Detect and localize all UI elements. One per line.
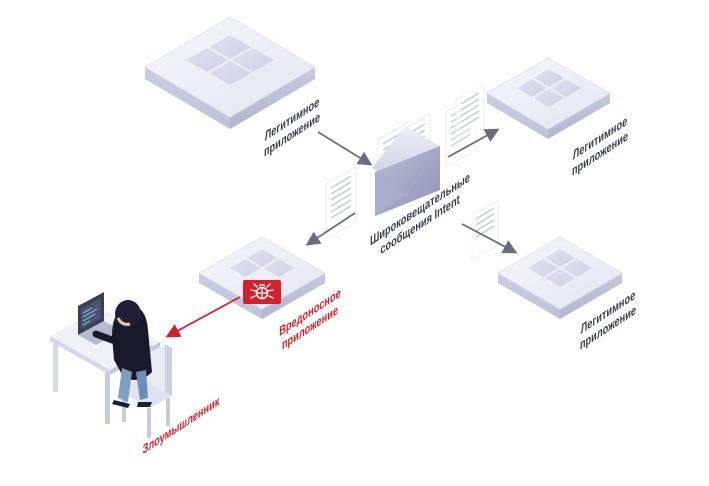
hacker-figure	[92, 300, 152, 408]
platform-legit-right-top	[486, 57, 612, 139]
arrow-malicious-to-attacker	[165, 296, 241, 338]
arrow-envelope-to-legit-bottom	[461, 223, 518, 254]
arrow-envelope-to-malicious	[305, 212, 356, 246]
attacker-workstation	[50, 292, 172, 438]
platform-legit-top-left	[144, 16, 316, 129]
platform-legit-bottom-right	[497, 236, 623, 319]
app-grid-icon	[186, 35, 274, 85]
app-grid-icon	[517, 69, 581, 107]
arrow-legit-to-envelope	[317, 131, 373, 166]
app-grid-icon	[528, 249, 592, 287]
platform-malicious	[197, 236, 327, 319]
bug-icon	[243, 280, 281, 304]
app-grid-icon	[230, 249, 294, 277]
arrow-envelope-to-legit-right	[447, 128, 500, 158]
envelope-icon	[372, 126, 441, 216]
